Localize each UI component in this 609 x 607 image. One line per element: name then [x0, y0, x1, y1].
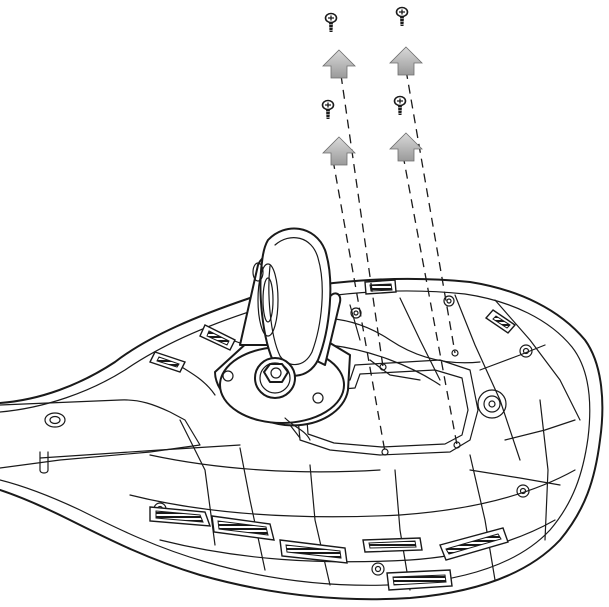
base-plate [0, 277, 604, 601]
screw-icon [321, 99, 335, 119]
arrow-up-icon [389, 46, 423, 76]
center-pocket [294, 359, 479, 456]
screw-icon [395, 6, 409, 26]
caster-assembly [214, 227, 351, 441]
rib-network [129, 294, 581, 591]
arm-outline [0, 399, 201, 469]
arrow-up-icon [322, 49, 356, 79]
guide-line-mid-left [332, 159, 386, 453]
screw-icon [393, 95, 407, 115]
screw-icon [324, 12, 338, 32]
end-tab [39, 451, 49, 474]
up-arrows [322, 46, 423, 166]
screw-holes [379, 349, 461, 456]
right-boss [477, 389, 507, 419]
guide-line-top-right [405, 69, 456, 354]
guide-line-mid-right [402, 154, 458, 446]
vent-slots [149, 279, 517, 591]
guide-line-top-left [340, 74, 384, 368]
center-pocket-inner [304, 369, 469, 448]
caster-rivet-right [312, 392, 324, 404]
hub-nut [254, 357, 296, 399]
arm-hole-inner [49, 415, 61, 425]
screws [321, 6, 409, 119]
base-outer-outline [0, 277, 604, 601]
caster-spring [284, 417, 311, 441]
arm-hole [44, 412, 66, 428]
arrow-up-icon [389, 132, 423, 162]
wheel [252, 227, 332, 377]
arrow-up-icon [322, 136, 356, 166]
arm-lower-edge [39, 444, 241, 459]
caster-rivet-left [222, 370, 234, 382]
guide-lines [332, 69, 458, 453]
mounting-holes [153, 295, 533, 576]
